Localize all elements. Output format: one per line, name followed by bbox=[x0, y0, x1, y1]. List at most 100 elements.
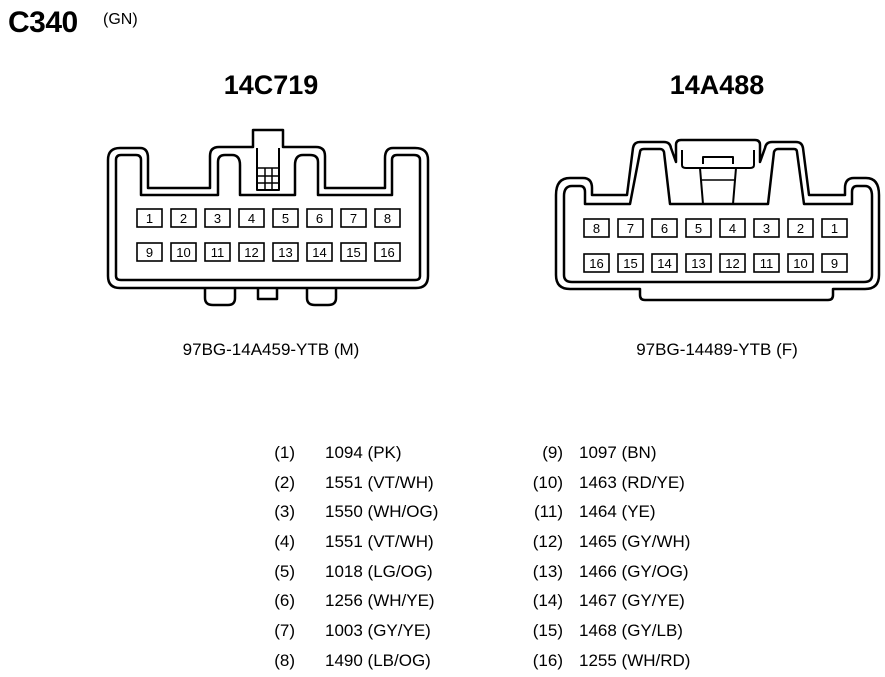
pinout-row: (11)1464 (YE) bbox=[508, 497, 738, 527]
pin-cavity: 6 bbox=[306, 208, 333, 228]
pinout-pin: (1) bbox=[274, 443, 295, 462]
pin-cavity: 13 bbox=[685, 253, 712, 273]
pin-cavity: 4 bbox=[238, 208, 265, 228]
connector-right-part-number: 97BG-14489-YTB (F) bbox=[636, 340, 798, 359]
pin-number: 12 bbox=[244, 245, 258, 260]
pin-number: 5 bbox=[695, 221, 702, 236]
pinout-circuit: 1490 (LB/OG) bbox=[325, 650, 431, 670]
pin-cavity: 9 bbox=[821, 253, 848, 273]
pinout-circuit: 1466 (GY/OG) bbox=[579, 561, 689, 581]
pinout-pin: (9) bbox=[542, 443, 563, 462]
pin-number: 1 bbox=[146, 211, 153, 226]
pinout-pin: (14) bbox=[532, 591, 563, 611]
pin-number: 14 bbox=[312, 245, 326, 260]
pin-cavity: 2 bbox=[787, 218, 814, 238]
pinout-circuit: 1018 (LG/OG) bbox=[325, 561, 433, 581]
pinout-row: (6)1256 (WH/YE) bbox=[255, 586, 475, 616]
pin-cavity: 15 bbox=[617, 253, 644, 273]
pinout-circuit: 1097 (BN) bbox=[579, 443, 657, 462]
pinout-row: (14) 1467 (GY/YE) bbox=[508, 586, 738, 616]
pin-cavity: 11 bbox=[204, 242, 231, 262]
pin-number: 13 bbox=[278, 245, 292, 260]
connector-left-name: 14C719 bbox=[223, 70, 319, 100]
pinout-pin: (16) bbox=[532, 650, 563, 670]
pin-number: 3 bbox=[763, 221, 770, 236]
pin-cavity: 14 bbox=[306, 242, 333, 262]
pinout-pin: (5) bbox=[274, 561, 295, 581]
pinout-circuit: 1551 (VT/WH) bbox=[325, 532, 434, 552]
pin-cavity: 4 bbox=[719, 218, 746, 238]
pin-box bbox=[204, 208, 231, 228]
pin-box bbox=[651, 218, 678, 238]
pin-number: 16 bbox=[380, 245, 394, 260]
pin-number: 9 bbox=[831, 256, 838, 271]
pin-box bbox=[821, 253, 848, 273]
connector-color-tag: (GN) bbox=[103, 11, 138, 28]
pinout-pin: (10) bbox=[532, 472, 563, 492]
pin-number: 10 bbox=[793, 256, 807, 271]
pin-number: 13 bbox=[691, 256, 705, 271]
pin-cavity: 8 bbox=[583, 218, 610, 238]
pin-number: 11 bbox=[211, 245, 225, 260]
pin-number: 7 bbox=[627, 221, 634, 236]
pinout-circuit: 1094 (PK) bbox=[325, 443, 402, 462]
pinout-row: (15)1468 (GY/LB) bbox=[508, 616, 738, 646]
pinout-row: (13) 1466 (GY/OG) bbox=[508, 557, 738, 587]
pin-number: 15 bbox=[346, 245, 360, 260]
pinout-circuit: 1003 (GY/YE) bbox=[325, 621, 431, 641]
pin-number: 8 bbox=[593, 221, 600, 236]
pin-number: 8 bbox=[384, 211, 391, 226]
pinout-pin: (13) bbox=[532, 561, 563, 581]
pin-box bbox=[583, 253, 610, 273]
pinout-pin: (2) bbox=[274, 472, 295, 492]
pin-cavity: 6 bbox=[651, 218, 678, 238]
pinout-circuit: 1464 (YE) bbox=[579, 502, 656, 522]
pin-number: 1 bbox=[831, 221, 838, 236]
pin-box bbox=[272, 208, 299, 228]
pin-cavity: 3 bbox=[753, 218, 780, 238]
pin-box bbox=[583, 218, 610, 238]
pin-box bbox=[272, 242, 299, 262]
pinout-pin: (6) bbox=[274, 591, 295, 611]
pin-box bbox=[340, 208, 367, 228]
pinout-row: (5) 1018 (LG/OG) bbox=[255, 557, 475, 587]
pin-cavity: 1 bbox=[136, 208, 163, 228]
pin-box bbox=[617, 218, 644, 238]
pin-number: 3 bbox=[214, 211, 221, 226]
pin-cavity: 14 bbox=[651, 253, 678, 273]
pin-cavity: 10 bbox=[787, 253, 814, 273]
pin-number: 6 bbox=[661, 221, 668, 236]
pin-box bbox=[340, 242, 367, 262]
pin-box bbox=[136, 208, 163, 228]
pinout-circuit: 1467 (GY/YE) bbox=[579, 591, 685, 611]
pin-box bbox=[685, 253, 712, 273]
pin-number: 4 bbox=[729, 221, 736, 236]
pin-cavity: 10 bbox=[170, 242, 197, 262]
pinout-table-left: (1)1094 (PK)(2)1551 (VT/WH)(3)1550 (WH/O… bbox=[255, 438, 475, 676]
pin-box bbox=[617, 253, 644, 273]
connector-left-part-number: 97BG-14A459-YTB (M) bbox=[182, 340, 360, 359]
pinout-row: (10)1463 (RD/YE) bbox=[508, 468, 738, 498]
pin-cavity: 11 bbox=[753, 253, 780, 273]
pinout-row: (2) 1551 (VT/WH) bbox=[255, 468, 475, 498]
pinout-row: (12)1465 (GY/WH) bbox=[508, 527, 738, 557]
pin-box bbox=[753, 253, 780, 273]
pin-box bbox=[170, 208, 197, 228]
pin-box bbox=[719, 253, 746, 273]
pinout-pin: (12) bbox=[532, 532, 563, 552]
pin-cavity: 9 bbox=[136, 242, 163, 262]
pin-number: 4 bbox=[248, 211, 255, 226]
pin-cavity: 7 bbox=[617, 218, 644, 238]
pin-box bbox=[374, 208, 401, 228]
pin-number: 10 bbox=[176, 245, 190, 260]
pin-number: 7 bbox=[350, 211, 357, 226]
pin-cavity: 5 bbox=[272, 208, 299, 228]
pin-box bbox=[821, 218, 848, 238]
pin-cavity: 2 bbox=[170, 208, 197, 228]
pinout-circuit: 1551 (VT/WH) bbox=[325, 472, 434, 492]
pin-box bbox=[238, 208, 265, 228]
pin-number: 9 bbox=[146, 245, 153, 260]
pinout-pin: (3) bbox=[274, 502, 295, 522]
